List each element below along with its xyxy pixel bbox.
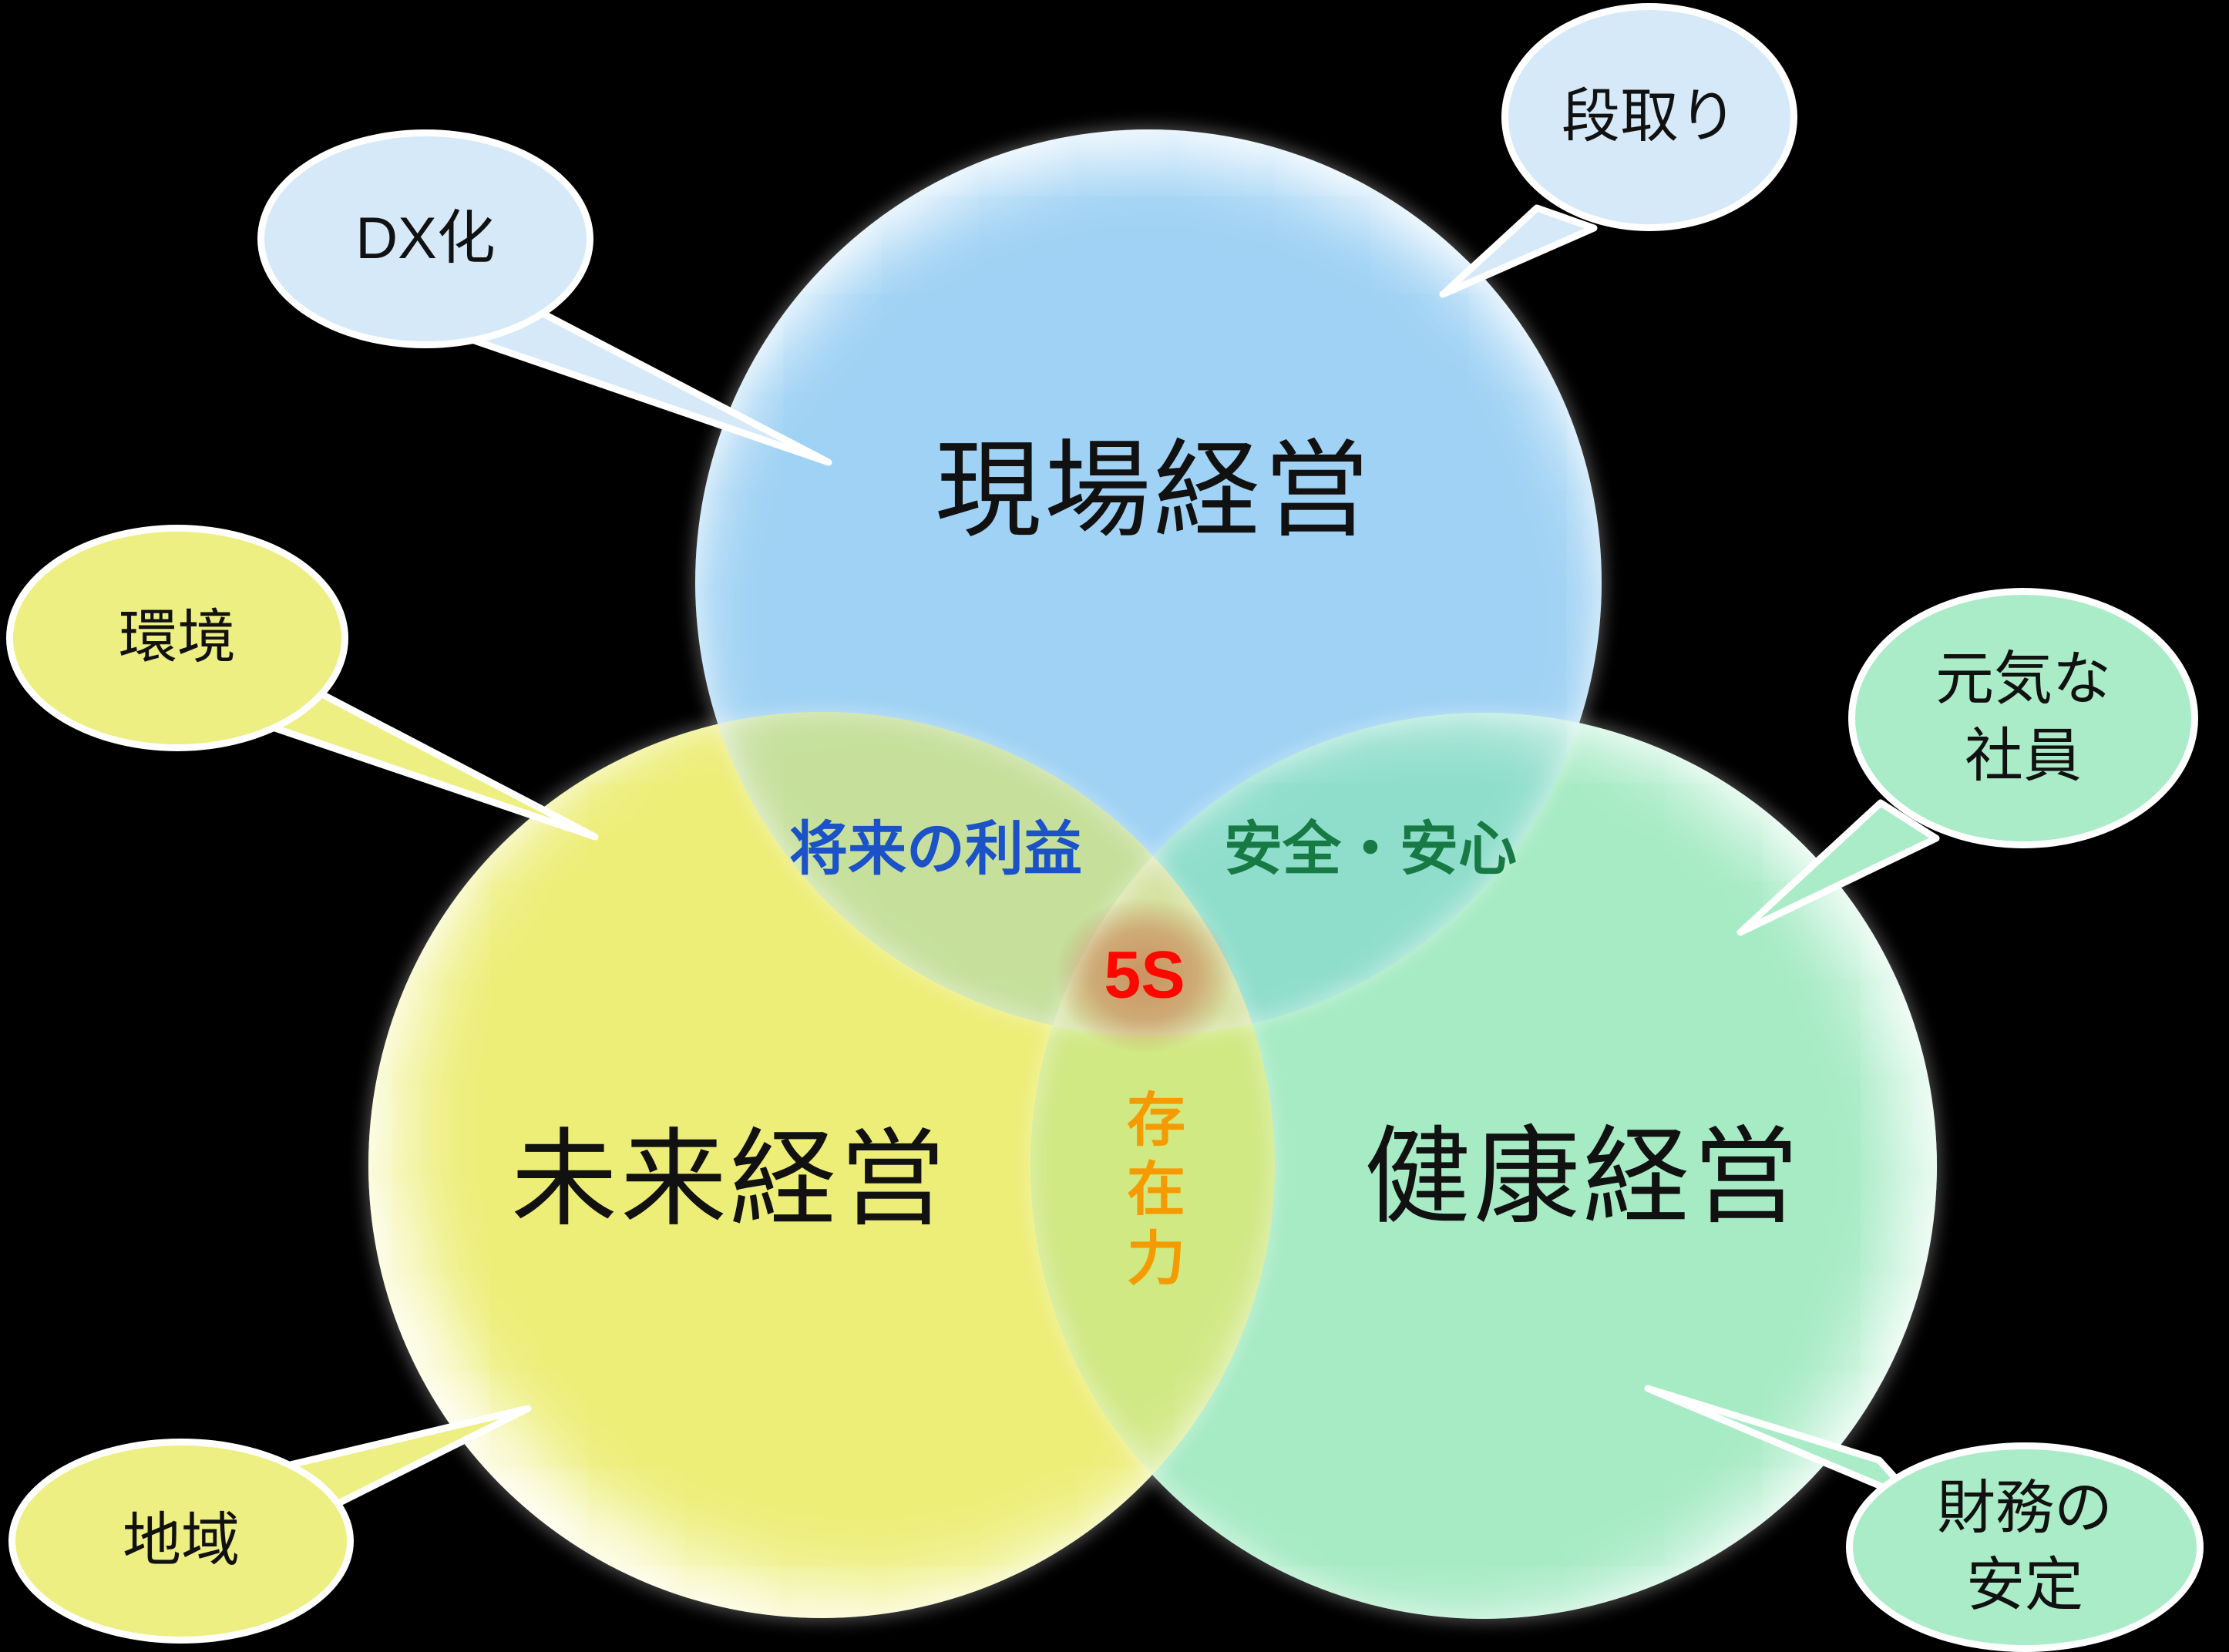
callout-genki-line1: 元気な: [1935, 646, 2111, 712]
callout-genki-line2: 社員: [1965, 724, 2082, 789]
callout-dx: DX化: [257, 129, 593, 348]
safety-security-label: 安全・安心: [1224, 817, 1517, 882]
callout-kankyo: 環境: [6, 525, 348, 751]
callout-zaimu-line2: 安定: [1966, 1553, 2083, 1618]
callout-chiiki-label: 地域: [123, 1507, 240, 1573]
callout-tail-zaimu: [1644, 1385, 1920, 1505]
callout-tail-kankyo: [260, 688, 599, 841]
callout-dandori-label: 段取り: [1562, 83, 1737, 149]
callout-kankyo-label: 環境: [119, 604, 236, 670]
kenko-circle-title: 健康経営: [1363, 1118, 1803, 1237]
callout-dandori: 段取り: [1501, 3, 1797, 231]
presence-power-label: 存在力: [1118, 1089, 1183, 1297]
future-profit-label: 将来の利益: [789, 817, 1082, 882]
mirai-circle-title: 未来経営: [510, 1120, 950, 1239]
center-5s-label: 5S: [1104, 938, 1185, 1012]
callout-tail-genki: [1736, 799, 1940, 936]
callout-tail-dandori: [1439, 204, 1598, 298]
genba-circle-title: 現場経営: [934, 431, 1373, 550]
callout-dx-label: DX化: [355, 205, 496, 271]
callout-genki: 元気な 社員: [1848, 588, 2198, 848]
callout-chiiki: 地域: [8, 1439, 354, 1644]
callout-zaimu: 財務の 安定: [1846, 1442, 2204, 1652]
callout-zaimu-line1: 財務の: [1937, 1475, 2113, 1541]
